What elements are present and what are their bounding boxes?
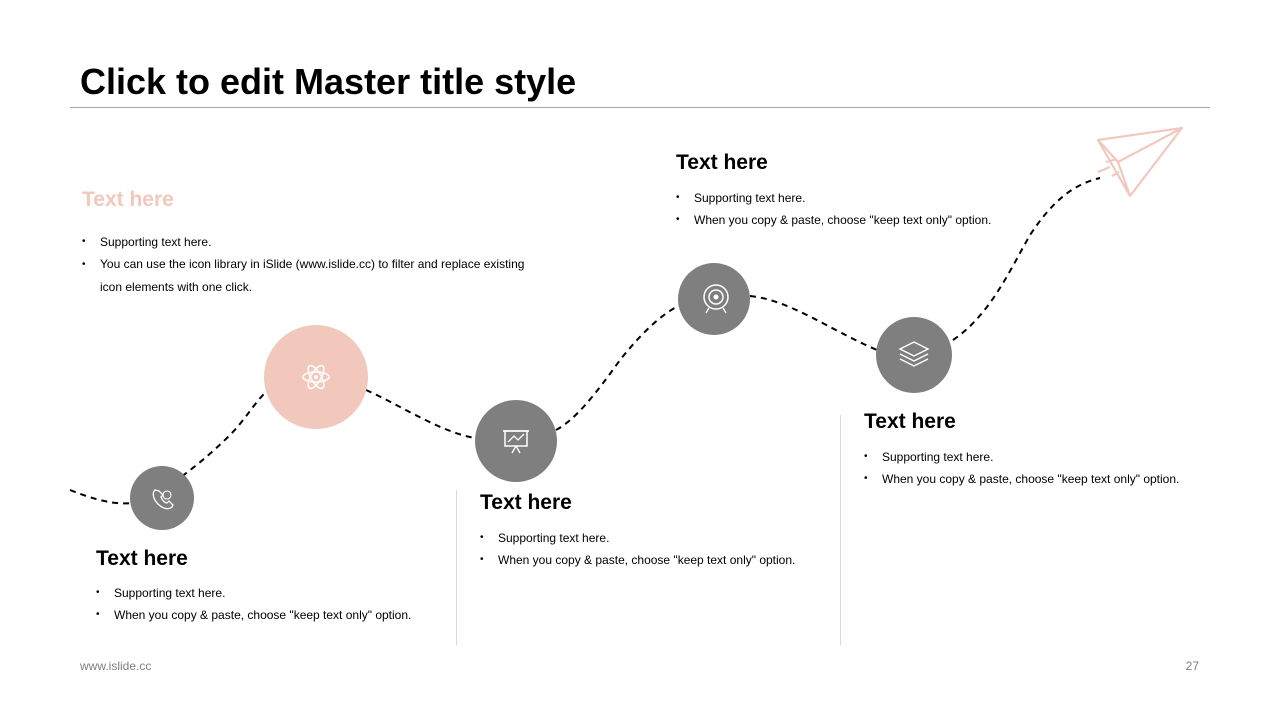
step-1-text: Text here Supporting text here. When you… [96,546,411,626]
slide-title[interactable]: Click to edit Master title style [80,61,577,102]
step-3-bullets: Supporting text here. When you copy & pa… [480,527,795,571]
list-item[interactable]: Supporting text here. [96,582,411,604]
page-number: 27 [1185,659,1199,673]
step-3-text: Text here Supporting text here. When you… [480,490,795,571]
list-item[interactable]: Supporting text here. [480,527,795,549]
list-item[interactable]: When you copy & paste, choose "keep text… [676,209,991,231]
step-3-heading[interactable]: Text here [480,491,572,514]
target-icon [678,263,750,335]
step-2-heading[interactable]: Text here [82,188,174,211]
footer-url: www.islide.cc [80,659,152,673]
step-5-text: Text here Supporting text here. When you… [864,409,1179,490]
step-4-bullets: Supporting text here. When you copy & pa… [676,187,991,231]
title-underline [70,107,1210,108]
phone-icon [130,466,194,530]
layers-icon [876,317,952,393]
list-item[interactable]: When you copy & paste, choose "keep text… [864,468,1179,490]
step-5-heading[interactable]: Text here [864,410,956,433]
atom-icon [264,325,368,429]
step-2-text: Text here Supporting text here. You can … [82,187,542,299]
list-item[interactable]: When you copy & paste, choose "keep text… [480,549,795,571]
list-item[interactable]: Supporting text here. [82,231,542,253]
step-5-bullets: Supporting text here. When you copy & pa… [864,446,1179,490]
divider-1 [456,490,457,645]
step-4-text: Text here Supporting text here. When you… [676,150,991,231]
list-item[interactable]: When you copy & paste, choose "keep text… [96,604,411,626]
divider-2 [840,415,841,645]
step-1-bullets: Supporting text here. When you copy & pa… [96,582,411,626]
list-item[interactable]: Supporting text here. [676,187,991,209]
step-1-heading[interactable]: Text here [96,547,188,570]
paper-plane-icon [1096,126,1184,198]
list-item[interactable]: You can use the icon library in iSlide (… [82,253,542,299]
presentation-board-icon [475,400,557,482]
step-4-heading[interactable]: Text here [676,151,768,174]
list-item[interactable]: Supporting text here. [864,446,1179,468]
step-2-bullets: Supporting text here. You can use the ic… [82,231,542,299]
